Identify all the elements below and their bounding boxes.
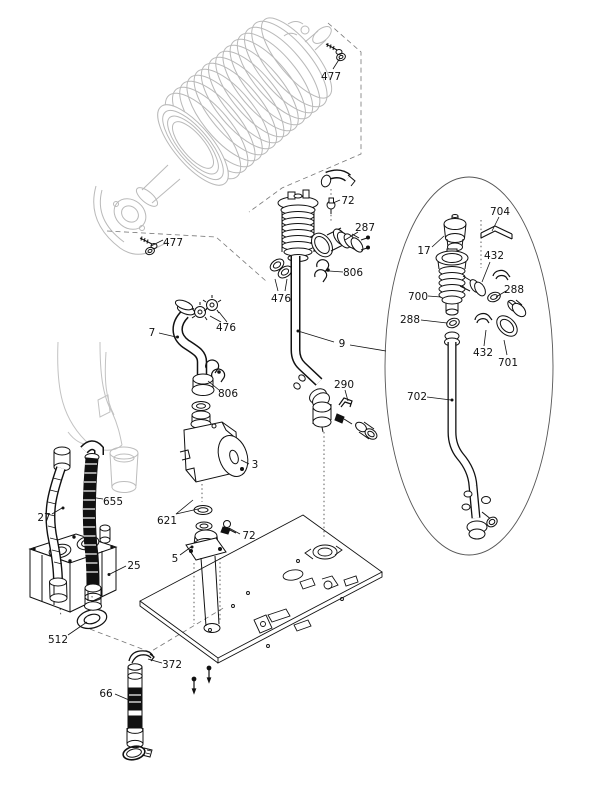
coil-end-fitting-ghost xyxy=(283,21,332,51)
part-label-432-upper: 432 xyxy=(484,250,504,262)
hydraulic-valve-group xyxy=(277,189,352,262)
part-label-621: 621 xyxy=(157,515,177,527)
part-label-806-right: 806 xyxy=(343,267,363,279)
fitting-287 xyxy=(343,233,370,253)
part-label-701: 701 xyxy=(498,357,518,369)
projection-lines xyxy=(58,189,482,624)
part-label-476-left: 476 xyxy=(216,322,236,334)
part-label-512: 512 xyxy=(48,634,68,646)
clip-432-upper xyxy=(492,269,511,281)
pipe-7 xyxy=(172,299,215,396)
plate-screws xyxy=(191,665,212,695)
sensor-72-bottom xyxy=(220,520,237,535)
hose-66 xyxy=(126,663,144,749)
hose-27 xyxy=(45,446,71,603)
heat-exchanger-coil xyxy=(157,17,333,186)
pipe-702 xyxy=(444,331,498,540)
part-label-477-left: 477 xyxy=(163,237,183,249)
sensor-and-plug xyxy=(334,413,378,440)
screw-477-left xyxy=(139,236,158,256)
clips-806-right xyxy=(314,259,330,283)
clips-806-left xyxy=(205,359,226,383)
bracket-704 xyxy=(480,225,513,240)
clip-432-lower xyxy=(474,313,493,324)
part-label-7: 7 xyxy=(149,327,156,339)
detail-view-ellipse xyxy=(384,176,554,556)
trap-25 xyxy=(28,533,118,613)
part-label-806-left: 806 xyxy=(218,388,238,400)
part-label-288-lower: 288 xyxy=(400,314,420,326)
fan-washers-476-left xyxy=(190,295,222,321)
rings-476-right xyxy=(269,258,293,279)
hose-clamp xyxy=(122,745,153,761)
part-label-27: 27 xyxy=(37,512,50,524)
valve-700 xyxy=(435,248,486,316)
pump-3 xyxy=(179,401,249,483)
part-label-5: 5 xyxy=(172,553,179,565)
part-label-702: 702 xyxy=(407,391,427,403)
ghost-cylinder xyxy=(109,446,139,493)
trap-plug xyxy=(99,524,111,544)
part-label-287: 287 xyxy=(355,222,375,234)
sensor-72-top xyxy=(326,197,336,214)
part-label-72-top: 72 xyxy=(341,195,354,207)
part-label-288-upper: 288 xyxy=(504,284,524,296)
top-elbow-pipe xyxy=(320,169,356,188)
boiler-sump-ghost xyxy=(57,341,123,451)
fitting-701 xyxy=(496,299,527,337)
part-label-700: 700 xyxy=(408,291,428,303)
part-label-372: 372 xyxy=(162,659,182,671)
part-label-3: 3 xyxy=(252,459,259,471)
part-label-17: 17 xyxy=(417,245,430,257)
part-label-290: 290 xyxy=(334,379,354,391)
pipe-9 xyxy=(290,256,332,433)
clip-290 xyxy=(338,397,353,408)
coil-flange-ghost xyxy=(93,164,181,255)
part-label-655: 655 xyxy=(103,496,123,508)
part-label-704: 704 xyxy=(490,206,510,218)
part-label-72-bottom: 72 xyxy=(242,530,255,542)
washer-288-lower xyxy=(446,317,460,329)
air-vent-17 xyxy=(443,214,467,252)
part-labels: 477 477 72 287 806 476 476 7 806 9 290 3… xyxy=(37,71,524,700)
part-label-66: 66 xyxy=(99,688,113,700)
base-plate xyxy=(139,514,383,664)
part-label-432-lower: 432 xyxy=(473,347,493,359)
washer-621 xyxy=(193,505,213,515)
part-label-9: 9 xyxy=(339,338,346,350)
leader-lines xyxy=(51,57,508,701)
part-label-477-top: 477 xyxy=(321,71,341,83)
hose-655 xyxy=(80,440,104,611)
part-label-25: 25 xyxy=(127,560,140,572)
washer-288-upper xyxy=(487,291,501,303)
clip-372 xyxy=(128,650,155,664)
fitting-5 xyxy=(185,521,227,633)
screw-477-top xyxy=(325,42,346,62)
part-label-476-right: 476 xyxy=(271,293,291,305)
